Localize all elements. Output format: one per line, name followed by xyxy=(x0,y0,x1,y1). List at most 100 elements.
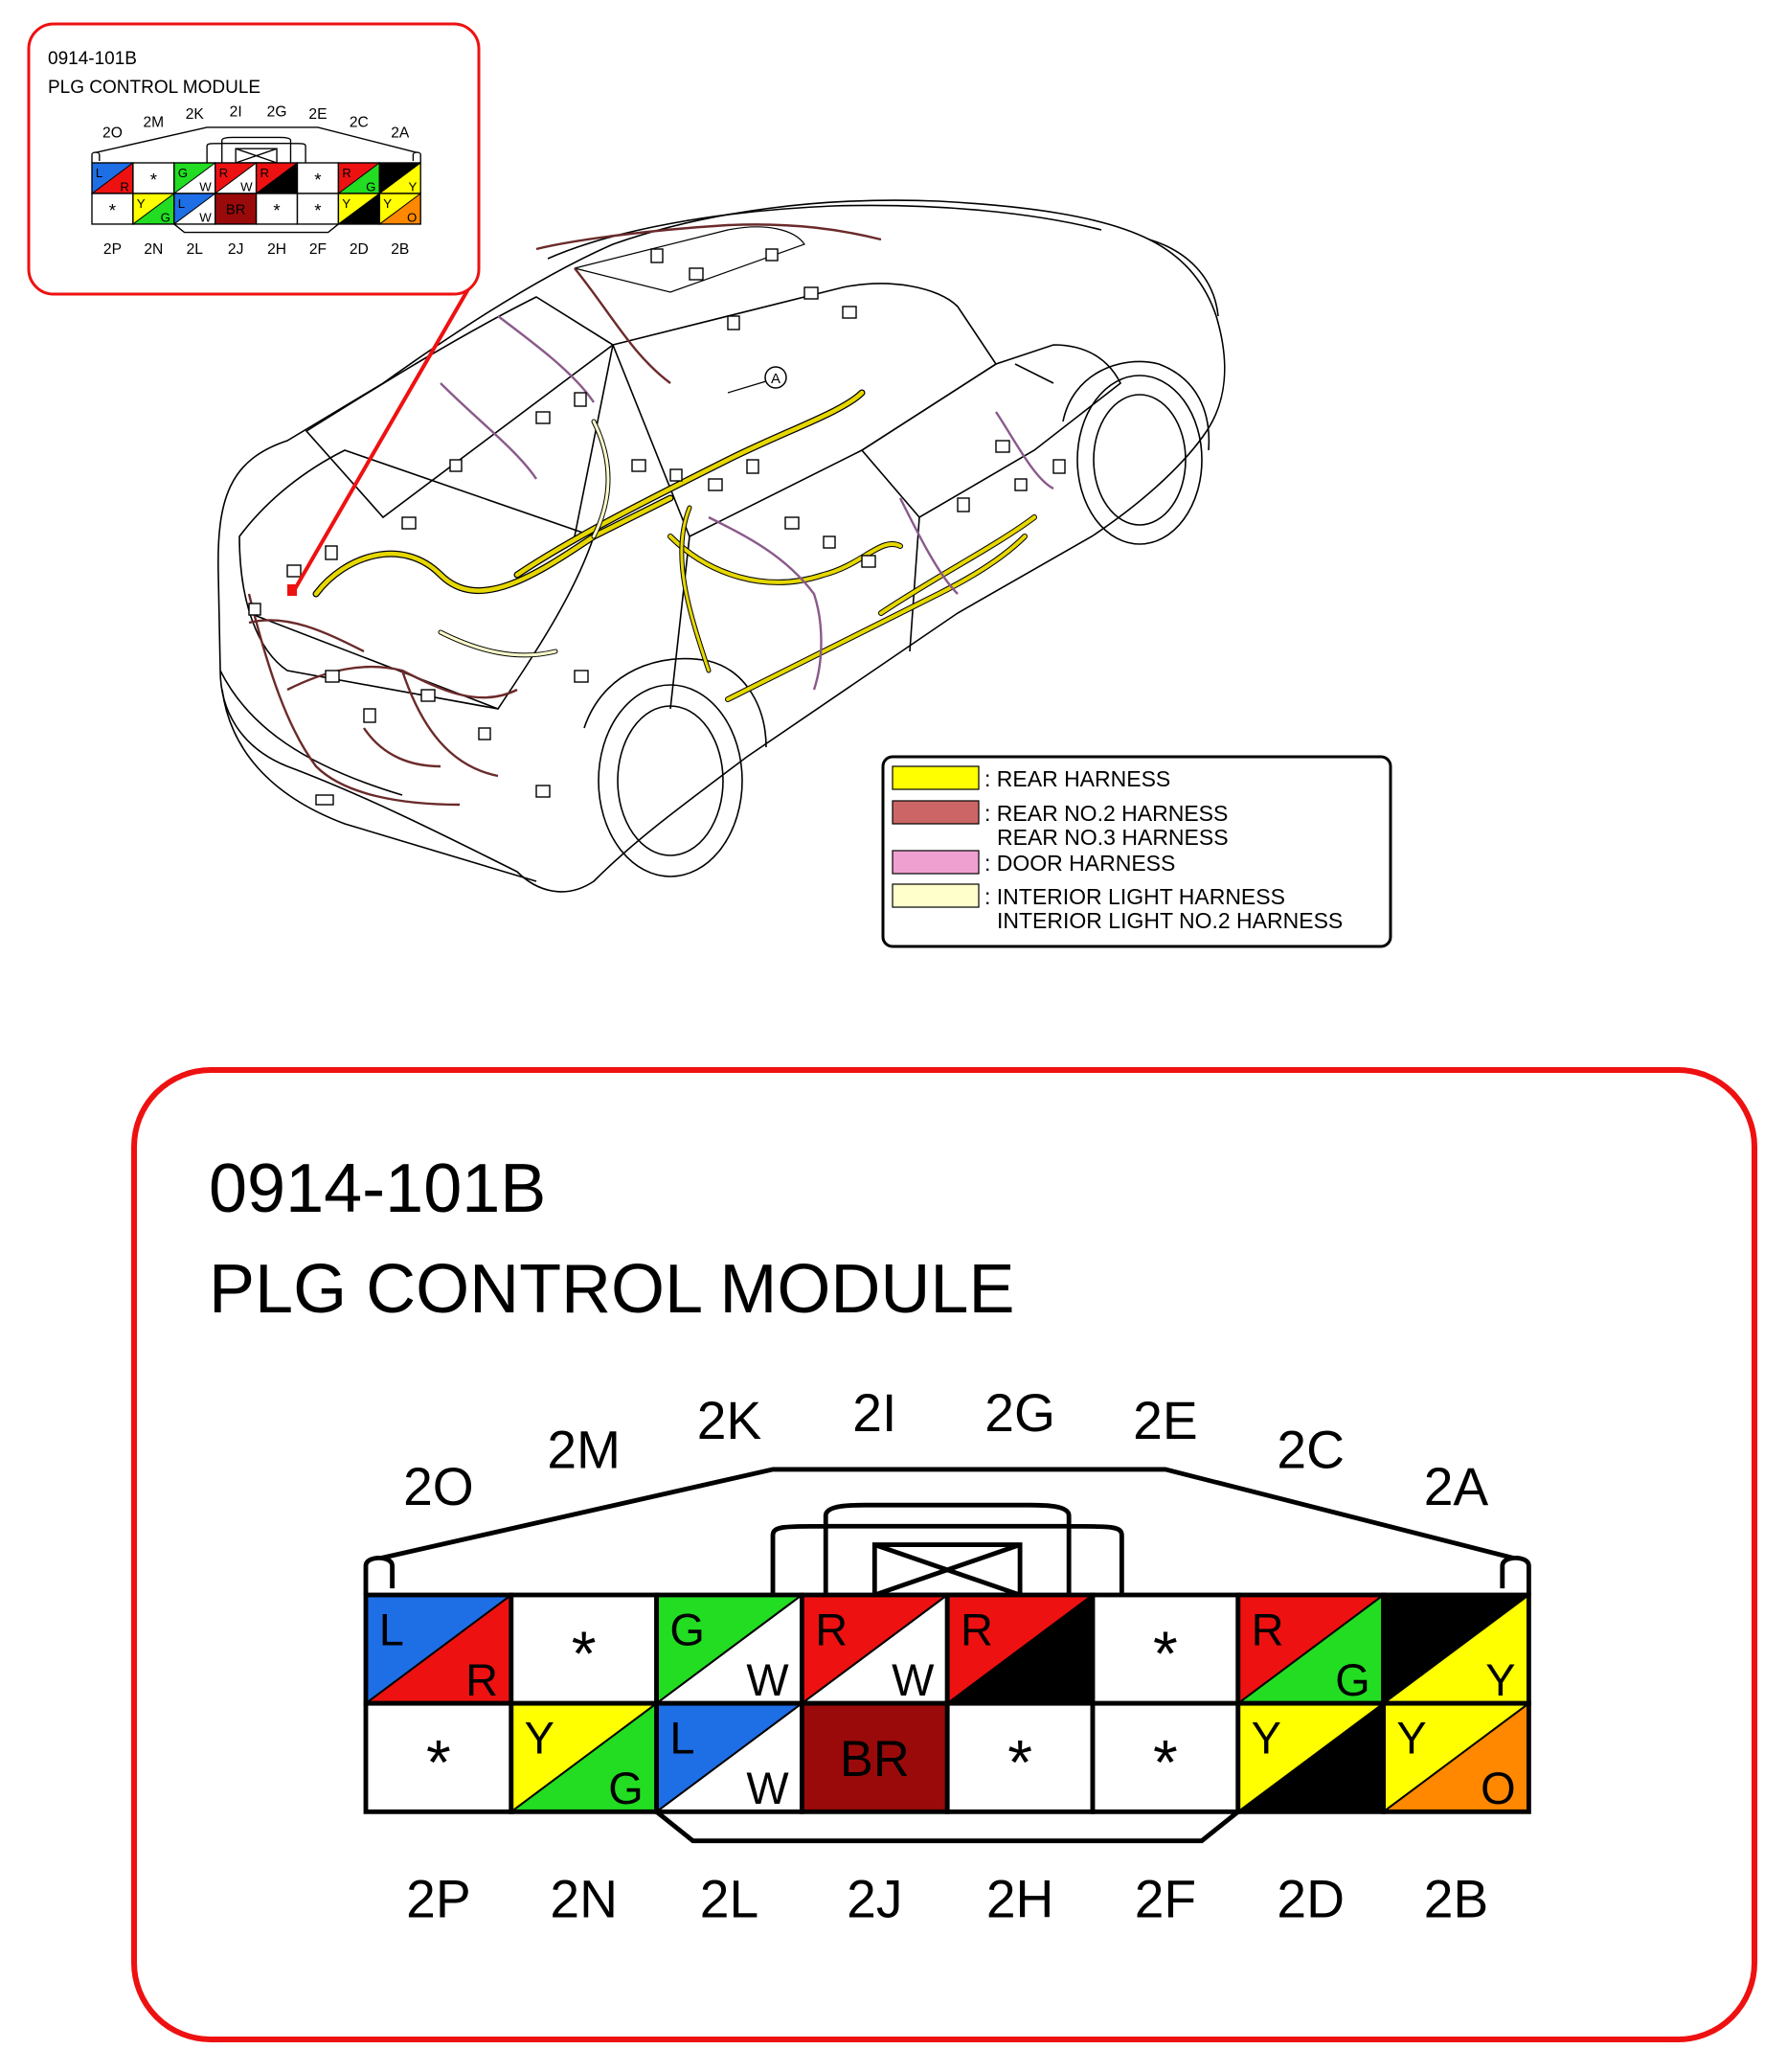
svg-text:G: G xyxy=(366,180,375,194)
large-label-2B: 2B xyxy=(1424,1870,1489,1929)
legend-label: : REAR NO.2 HARNESS xyxy=(984,801,1228,826)
small-pin-2I: RW xyxy=(215,162,258,194)
large-label-2M: 2M xyxy=(547,1421,621,1480)
svg-text:G: G xyxy=(669,1605,705,1654)
svg-text:Y: Y xyxy=(1485,1655,1515,1705)
large-label-2O: 2O xyxy=(403,1457,474,1516)
svg-text:W: W xyxy=(199,180,212,194)
legend-swatch xyxy=(892,765,980,790)
svg-text:*: * xyxy=(314,170,321,190)
large-pin-2P: * xyxy=(363,1700,514,1814)
svg-text:*: * xyxy=(1153,1727,1178,1798)
legend-label: INTERIOR LIGHT NO.2 HARNESS xyxy=(997,908,1343,933)
small-connector-name: PLG CONTROL MODULE xyxy=(48,78,260,98)
svg-text:G: G xyxy=(178,166,188,180)
harness-connectors xyxy=(248,248,1066,806)
small-label-2I: 2I xyxy=(230,104,242,121)
small-label-2E: 2E xyxy=(308,106,327,123)
large-label-2N: 2N xyxy=(550,1870,618,1929)
svg-text:*: * xyxy=(1007,1727,1032,1798)
small-pin-2M: * xyxy=(132,162,175,194)
svg-text:R: R xyxy=(342,166,351,180)
small-label-2B: 2B xyxy=(391,241,409,258)
small-pin-2G: RB xyxy=(255,162,299,194)
large-pin-2B: YO xyxy=(1381,1700,1531,1814)
svg-text:L: L xyxy=(178,196,185,211)
svg-text:L: L xyxy=(96,166,102,180)
svg-text:*: * xyxy=(150,170,157,190)
legend-swatch xyxy=(892,883,980,908)
large-pin-2J: BR xyxy=(799,1700,950,1814)
large-label-2K: 2K xyxy=(697,1391,762,1450)
small-label-2C: 2C xyxy=(350,115,369,131)
svg-text:W: W xyxy=(746,1764,789,1813)
large-pin-2E: * xyxy=(1090,1592,1241,1706)
large-connector-code: 0914-101B xyxy=(209,1150,546,1227)
svg-text:Y: Y xyxy=(1396,1714,1426,1764)
legend-item: : REAR HARNESS xyxy=(892,765,1170,791)
small-pin-2C: RG xyxy=(337,162,380,194)
legend-swatch xyxy=(892,800,980,825)
svg-text:B: B xyxy=(1396,1605,1426,1654)
svg-text:R: R xyxy=(961,1605,993,1654)
small-label-2H: 2H xyxy=(267,241,286,258)
large-connector-name: PLG CONTROL MODULE xyxy=(209,1251,1014,1328)
small-pin-2J: BR xyxy=(215,193,258,225)
large-pin-2F: * xyxy=(1090,1700,1241,1814)
large-label-2P: 2P xyxy=(406,1870,471,1929)
small-pin-2E: * xyxy=(296,162,340,194)
small-label-2G: 2G xyxy=(267,104,287,121)
svg-text:R: R xyxy=(260,166,270,180)
small-label-2J: 2J xyxy=(228,241,243,258)
large-pin-2A: BY xyxy=(1381,1592,1531,1706)
small-pin-2K: GW xyxy=(173,162,216,194)
large-callout: 0914-101B PLG CONTROL MODULE LR*GWRWRB*R… xyxy=(131,1067,1757,2042)
large-pin-2K: GW xyxy=(654,1592,804,1706)
large-label-2D: 2D xyxy=(1277,1870,1345,1929)
marker-a-label: A xyxy=(771,371,780,387)
svg-text:R: R xyxy=(1252,1605,1284,1654)
svg-text:W: W xyxy=(199,211,212,225)
small-pin-2H: * xyxy=(255,193,299,225)
legend-label: REAR NO.3 HARNESS xyxy=(997,825,1229,850)
large-label-2F: 2F xyxy=(1135,1870,1196,1929)
large-pin-2M: * xyxy=(509,1592,660,1706)
marker-a: A xyxy=(727,366,787,394)
small-label-2M: 2M xyxy=(144,115,165,131)
svg-text:R: R xyxy=(120,180,129,194)
small-label-2D: 2D xyxy=(350,241,369,258)
small-pin-2P: * xyxy=(91,193,134,225)
large-label-2I: 2I xyxy=(852,1383,896,1443)
small-label-2K: 2K xyxy=(186,106,205,123)
large-pin-2O: LR xyxy=(363,1592,514,1706)
svg-text:B: B xyxy=(1050,1655,1079,1705)
svg-text:O: O xyxy=(1481,1764,1516,1813)
legend-swatch xyxy=(892,850,980,875)
svg-text:*: * xyxy=(1153,1619,1178,1690)
svg-text:BR: BR xyxy=(840,1732,910,1787)
small-pin-2D: YB xyxy=(337,193,380,225)
small-label-2P: 2P xyxy=(103,241,122,258)
large-pin-2G: RB xyxy=(944,1592,1096,1706)
small-label-2F: 2F xyxy=(309,241,327,258)
large-label-2E: 2E xyxy=(1133,1391,1198,1450)
svg-text:Y: Y xyxy=(1252,1714,1281,1764)
small-pin-2L: LW xyxy=(173,193,216,225)
callout-pointer xyxy=(290,285,471,596)
small-callout-frame xyxy=(27,22,481,296)
legend-frame xyxy=(881,755,1392,948)
svg-text:*: * xyxy=(314,200,321,220)
small-pin-2B: YO xyxy=(378,193,421,225)
legend-label: : REAR HARNESS xyxy=(984,766,1170,791)
svg-text:W: W xyxy=(892,1655,935,1705)
small-callout: 0914-101B PLG CONTROL MODULE LR*GWRWRB*R… xyxy=(27,22,481,296)
small-label-2L: 2L xyxy=(187,241,204,258)
small-pin-2F: * xyxy=(296,193,340,225)
large-label-2H: 2H xyxy=(986,1870,1054,1929)
large-pin-2H: * xyxy=(944,1700,1096,1814)
interior-light-harness-wires xyxy=(438,419,611,658)
svg-text:B: B xyxy=(1341,1764,1370,1813)
